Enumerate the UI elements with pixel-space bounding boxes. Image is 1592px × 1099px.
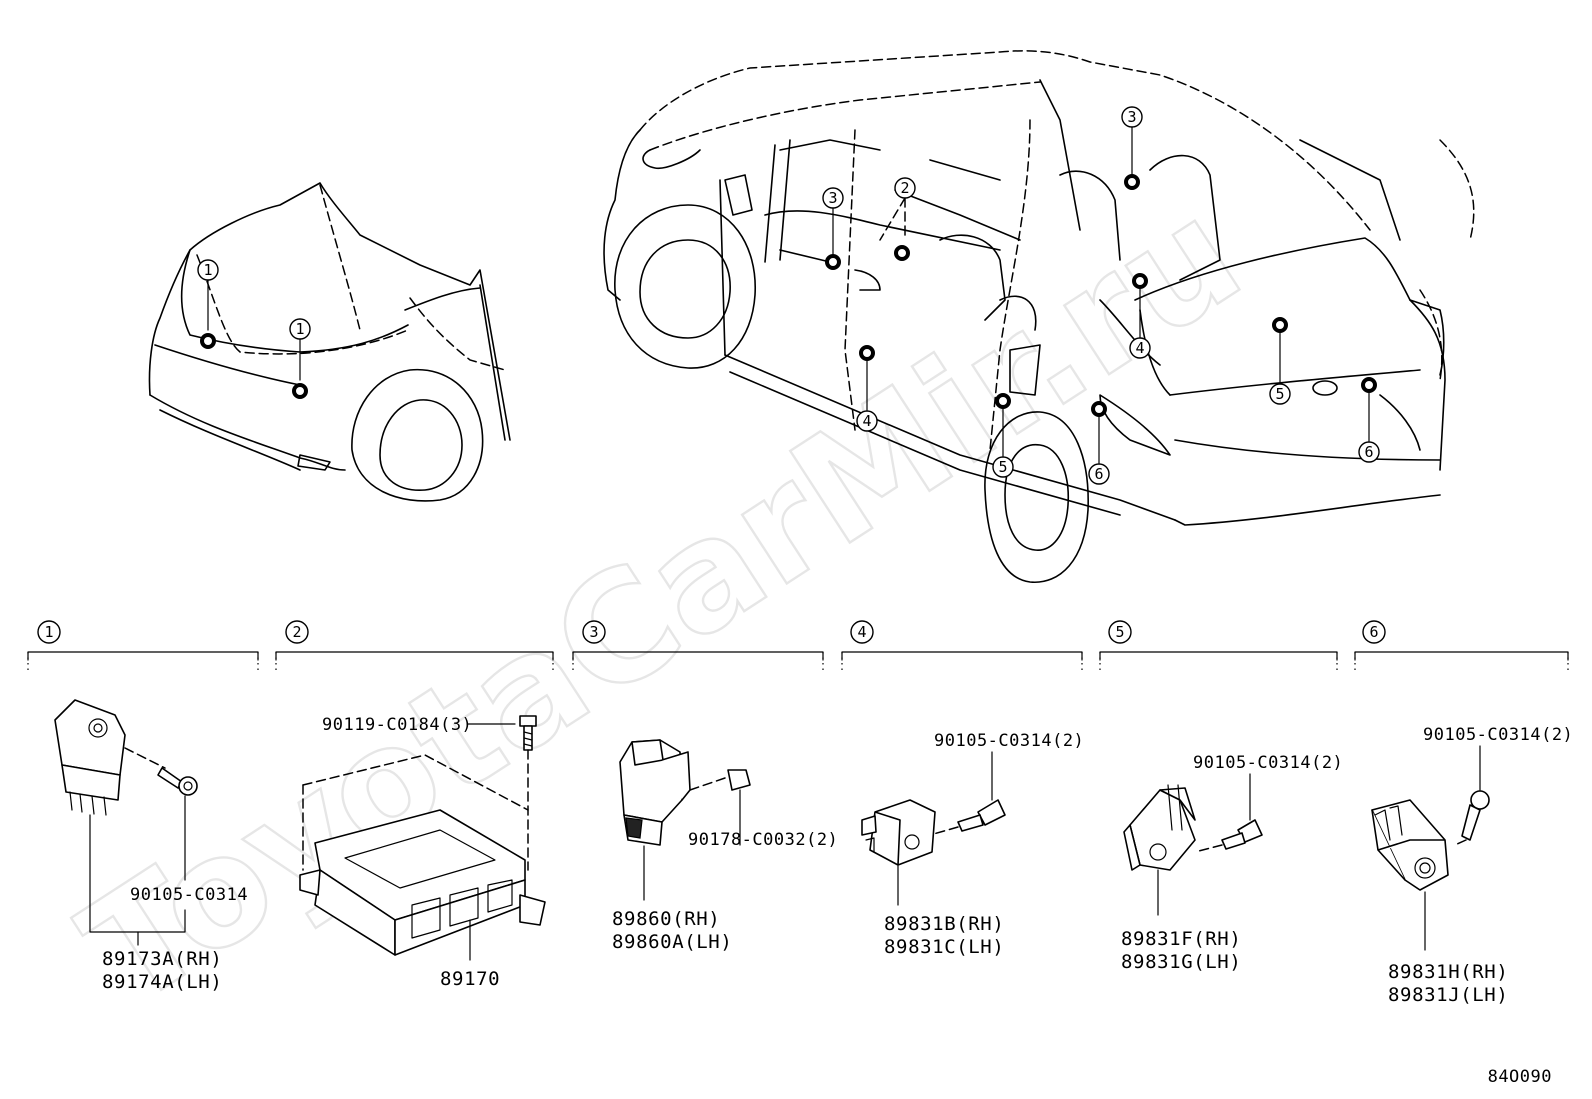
svg-text:5: 5	[998, 458, 1007, 476]
sensor-location-3-a	[825, 254, 841, 270]
group-2-parts: 90119-C0184(3) 89170	[299, 715, 546, 990]
group-6-badge	[1362, 620, 1386, 644]
group-4-badge	[850, 620, 874, 644]
group-5-badge	[1108, 620, 1132, 644]
part-89831b-rh: 89831B(RH)	[884, 913, 1004, 935]
svg-text:1: 1	[295, 320, 304, 338]
bolt-icon	[957, 799, 1006, 832]
svg-text:3: 3	[828, 189, 837, 207]
part-89831f-rh: 89831F(RH)	[1121, 928, 1241, 950]
svg-text:4: 4	[862, 412, 871, 430]
screw-icon	[519, 715, 537, 751]
svg-text:3: 3	[589, 623, 598, 641]
group-2-badge	[285, 620, 309, 644]
car-callout-3-b	[1121, 106, 1143, 128]
car-callout-1-b	[289, 318, 311, 340]
clip-icon	[727, 769, 751, 791]
group-1-badge	[37, 620, 61, 644]
sensor-location-6-a	[1091, 401, 1107, 417]
svg-text:1: 1	[44, 623, 53, 641]
car-callout-6-a	[1088, 463, 1110, 485]
car-callout-2	[894, 177, 916, 199]
car-callout-6-b	[1358, 441, 1380, 463]
car-callout-4-a	[856, 410, 878, 432]
side-airbag-sensor	[619, 739, 691, 846]
front-airbag-sensor	[54, 699, 166, 816]
car-callout-5-b	[1269, 383, 1291, 405]
bolt-icon	[1461, 790, 1490, 841]
svg-text:2: 2	[900, 179, 909, 197]
diagram-code: 84O090	[1488, 1067, 1552, 1087]
svg-text:6: 6	[1364, 443, 1373, 461]
bolt-icon	[1221, 819, 1263, 850]
sensor-location-6-b	[1361, 377, 1377, 393]
part-90105-c0314-2-g5: 90105-C0314(2)	[1193, 753, 1343, 773]
airbag-ecu	[299, 809, 546, 956]
part-89860-rh: 89860(RH)	[612, 908, 720, 930]
group-3-parts: 90178-C0032(2) 89860(RH) 89860A(LH)	[612, 739, 838, 953]
side-impact-sensor	[861, 799, 936, 866]
svg-text:3: 3	[1127, 108, 1136, 126]
svg-text:5: 5	[1275, 385, 1284, 403]
part-90105-c0314-2-g6: 90105-C0314(2)	[1423, 725, 1573, 745]
part-89173a-rh: 89173A(RH)	[102, 948, 222, 970]
svg-text:6: 6	[1369, 623, 1378, 641]
sensor-location-4-a	[859, 345, 875, 361]
part-90105-c0314: 90105-C0314	[130, 885, 248, 905]
car-callout-5-a	[992, 456, 1014, 478]
svg-text:4: 4	[1135, 339, 1144, 357]
part-90178-c0032: 90178-C0032(2)	[688, 830, 838, 850]
rear-side-sensor	[1371, 799, 1449, 891]
part-89860a-lh: 89860A(LH)	[612, 931, 732, 953]
part-89831j-lh: 89831J(LH)	[1388, 984, 1508, 1006]
group-3-badge	[582, 620, 606, 644]
front-car-view	[148, 182, 511, 502]
part-89174a-lh: 89174A(LH)	[102, 971, 222, 993]
car-callout-3-a	[822, 187, 844, 209]
bolt-icon	[157, 767, 198, 796]
part-89831g-lh: 89831G(LH)	[1121, 951, 1241, 973]
group-headers: 1 2 3 4 5 6	[27, 620, 1569, 670]
sensor-location-5-b	[1272, 317, 1288, 333]
part-89831h-rh: 89831H(RH)	[1388, 961, 1508, 983]
svg-text:2: 2	[292, 623, 301, 641]
svg-text:1: 1	[203, 261, 212, 279]
sensor-location-4-b	[1132, 273, 1148, 289]
group-1-parts: 90105-C0314 89173A(RH) 89174A(LH)	[54, 699, 248, 993]
svg-text:6: 6	[1094, 465, 1103, 483]
sensor-location-3-b	[1124, 174, 1140, 190]
sensor-location-5-a	[995, 393, 1011, 409]
rear-car-view	[603, 50, 1475, 583]
svg-text:5: 5	[1115, 623, 1124, 641]
car-callout-1-a	[197, 259, 219, 281]
car-callout-4-b	[1129, 337, 1151, 359]
svg-text:4: 4	[857, 623, 866, 641]
part-90119-c0184: 90119-C0184(3)	[322, 715, 472, 735]
group-4-parts: 90105-C0314(2) 89831B(RH) 89831C(LH)	[861, 731, 1084, 958]
car-markers: 1 1 2 3 3 4 4 5 5	[197, 106, 1380, 485]
sensor-location-1-b	[292, 383, 308, 399]
sensor-location-1-a	[200, 333, 216, 349]
rear-impact-sensor	[1123, 784, 1196, 871]
group-6-parts: 90105-C0314(2) 89831H(RH) 89831J(LH)	[1371, 725, 1573, 1006]
part-89170: 89170	[440, 968, 500, 990]
sensor-location-2	[894, 245, 910, 261]
part-90105-c0314-2-g4: 90105-C0314(2)	[934, 731, 1084, 751]
part-89831c-lh: 89831C(LH)	[884, 936, 1004, 958]
group-5-parts: 90105-C0314(2) 89831F(RH) 89831G(LH)	[1121, 753, 1343, 973]
